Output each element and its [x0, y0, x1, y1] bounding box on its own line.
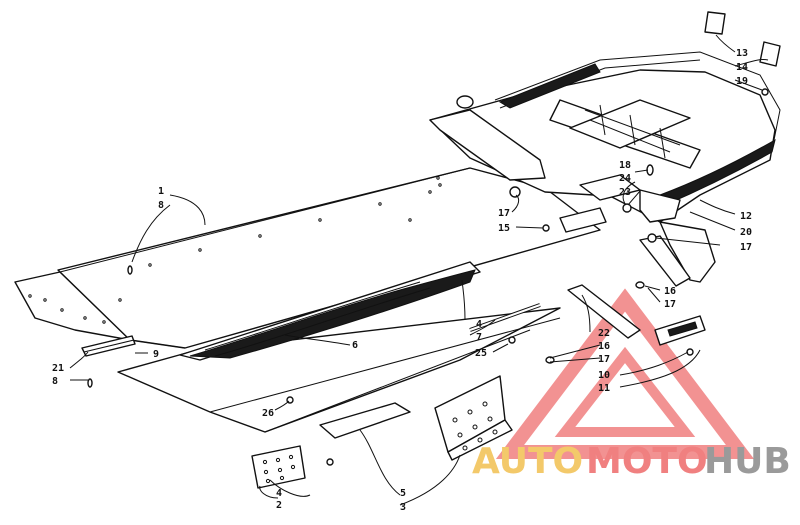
callout-14: 14 [736, 62, 748, 73]
callout-8b: 8 [52, 376, 58, 387]
callout-17d: 17 [740, 242, 752, 253]
plate-4 [251, 445, 306, 489]
running-board-bar [81, 335, 136, 357]
callout-25: 25 [475, 348, 487, 359]
long-rod [469, 303, 541, 332]
watermark-text: AUTO MOTO HUB [472, 441, 791, 482]
callout-17c: 17 [498, 208, 510, 219]
callout-21: 21 [52, 363, 64, 374]
callout-22: 22 [598, 328, 610, 339]
callout-16b: 16 [664, 286, 676, 297]
bracket-3 [434, 375, 513, 461]
callout-3: 3 [400, 502, 406, 513]
callout-11: 11 [598, 383, 610, 394]
callout-17b: 17 [664, 299, 676, 310]
plate-10 [654, 315, 706, 346]
callout-6: 6 [352, 340, 358, 351]
bracket-15 [559, 207, 607, 233]
watermark-word-auto: AUTO [472, 441, 583, 482]
callout-20: 20 [740, 227, 752, 238]
callout-18: 18 [619, 160, 631, 171]
leader-lines [69, 34, 769, 506]
callout-15: 15 [498, 223, 510, 234]
callout-5: 5 [400, 488, 406, 499]
floor-pan [14, 167, 601, 349]
callout-19: 19 [736, 76, 748, 87]
callout-17a: 17 [598, 354, 610, 365]
watermark-logo [495, 288, 755, 459]
callout-24: 24 [619, 173, 631, 184]
callout-23: 23 [619, 187, 631, 198]
center-tunnel-strip [179, 261, 481, 361]
callout-4b: 4 [476, 319, 482, 330]
callout-9: 9 [153, 349, 159, 360]
callout-12: 12 [740, 211, 752, 222]
watermark-word-hub: HUB [704, 441, 791, 482]
callout-26: 26 [262, 408, 274, 419]
pad-5 [319, 402, 411, 439]
callout-8: 8 [158, 200, 164, 211]
callout-13: 13 [736, 48, 748, 59]
callout-16a: 16 [598, 341, 610, 352]
callout-2: 2 [276, 500, 282, 511]
callout-labels: 1 8 21 8 9 26 4 2 5 3 6 4 7 25 22 16 17 … [52, 48, 752, 513]
callout-1: 1 [158, 186, 164, 197]
callout-4a: 4 [276, 488, 282, 499]
rear-rack [429, 51, 781, 283]
callout-10: 10 [598, 370, 610, 381]
watermark-word-moto: MOTO [586, 441, 708, 482]
callout-7: 7 [476, 332, 482, 343]
tail-lens [704, 11, 781, 67]
